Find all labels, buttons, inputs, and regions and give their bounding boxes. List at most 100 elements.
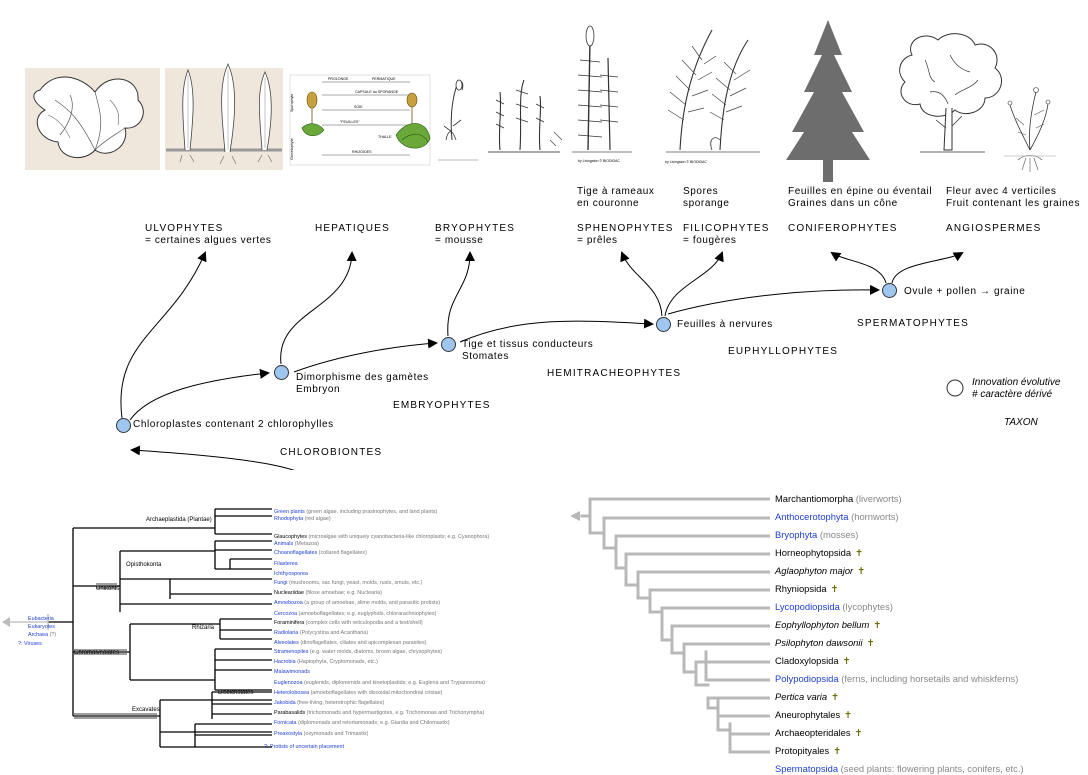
plant-taxon-row: Lycopodiopsida (lycophytes)	[775, 601, 893, 612]
euk-root-eubacteria: Eubacteria	[28, 616, 54, 622]
eukaryote-tree	[2, 508, 272, 748]
ulva-illustration	[25, 68, 160, 170]
extinct-dagger-icon: ✝	[842, 655, 851, 666]
euk-leaf: Alveolates (dinoflagellates, ciliates an…	[274, 640, 427, 646]
char-angiospermes-1: Fleur avec 4 verticiles	[946, 186, 1057, 197]
extinct-dagger-icon: ✝	[831, 691, 839, 702]
taxon-sphenophytes: SPHENOPHYTES	[577, 223, 674, 234]
node-tige	[441, 337, 456, 352]
liverwort-label-2: PERMATIQUE	[372, 77, 396, 81]
euk-leaf: Jakobida (free-living, heterotrophic fla…	[274, 700, 385, 706]
euk-root-viruses: ?: Viruses	[18, 641, 42, 647]
euk-leaf: Rhodophyta (red algae)	[274, 516, 331, 522]
liverwort-schematic	[289, 74, 431, 166]
euk-leaf: Heterolobosea (amoeboflagellates with di…	[274, 690, 443, 696]
node-ovule	[882, 283, 897, 298]
arrow-ovule-to-angiospermes	[891, 252, 964, 284]
legend-innovation: Innovation évolutive	[972, 377, 1061, 388]
taxon-coniferophytes: CONIFEROPHYTES	[788, 223, 898, 234]
euk-clade-excavates: Excavates	[132, 707, 160, 713]
euk-leaf: Parabasalids (trichomonads and hypermast…	[274, 710, 485, 716]
innovation-dimorphisme-1: Dimorphisme des gamètes	[296, 372, 429, 383]
euk-clade-unikonts: Unikonts	[96, 586, 120, 592]
euk-leaf: Stramenopiles (e.g. water molds, diatoms…	[274, 649, 443, 655]
euk-leaf: Ichthyosporea	[274, 571, 308, 577]
taxon-bryophytes-desc: = mousse	[435, 235, 484, 246]
node-chloroplastes	[116, 418, 131, 433]
arrow-tige-to-bryophytes	[447, 251, 475, 337]
extinct-dagger-icon: ✝	[857, 565, 866, 576]
illustrations-strip: PROLONGE PERMATIQUE CAPSULE du SPORANGE …	[25, 20, 1056, 182]
group-euphyllophytes: EUPHYLLOPHYTES	[728, 346, 839, 357]
group-hemitracheophytes: HEMITRACHEOPHYTES	[547, 368, 682, 379]
euk-clade-archaeplastida: Archaeplastida (Plantae)	[146, 517, 212, 523]
arrow-feuilles-to-filicophytes	[664, 251, 724, 317]
taxon-ulvophytes-desc: = certaines algues vertes	[145, 235, 272, 246]
plant-taxon-row: Anthocerotophyta (hornworts)	[775, 511, 899, 522]
cladogram-arrows	[120, 251, 964, 470]
broadleaf-tree-illustration	[899, 33, 1003, 153]
taxon-sphenophytes-desc: = prêles	[577, 235, 618, 246]
extinct-dagger-icon: ✝	[830, 583, 839, 594]
char-coniferophytes-1: Feuilles en épine ou éventail	[788, 186, 933, 197]
char-filicophytes-1: Spores	[683, 186, 719, 197]
lycophyte-illustration	[488, 79, 563, 153]
liverwort-side-2: Gametophyte	[290, 138, 294, 160]
taxon-filicophytes: FILICOPHYTES	[683, 223, 770, 234]
euk-leaf: Euglenozoa (euglenids, diplonemids and k…	[274, 680, 485, 686]
char-sphenophytes-1: Tige à rameaux	[577, 186, 655, 197]
euk-leaf: Choanoflagellates (collared flagellates)	[274, 550, 367, 556]
plant-taxon-row: Cladoxylopsida✝	[775, 655, 851, 666]
euk-root-archaea: Archaea (?)	[28, 632, 57, 638]
euk-leaf: Green plants (green algae, including pra…	[274, 509, 438, 515]
extinct-dagger-icon: ✝	[866, 637, 875, 648]
plant-taxon-row: Spermatopsida (seed plants: flowering pl…	[775, 763, 1024, 774]
taxon-filicophytes-desc: = fougères	[683, 235, 737, 246]
euk-leaf: Malawimonads	[274, 669, 310, 675]
plant-taxon-row: Protopityales✝	[775, 745, 842, 756]
legend-circle	[946, 379, 964, 397]
plant-taxon-row: Aglaophyton major✝	[775, 565, 866, 576]
node-dimorphisme	[274, 365, 289, 380]
innovation-tige-1: Tige et tissus conducteurs	[462, 339, 594, 350]
credit-horsetail: by Livingston © BIODIDAC	[578, 159, 620, 163]
group-embryophytes: EMBRYOPHYTES	[393, 400, 491, 411]
plant-tree	[570, 497, 770, 754]
legend-taxon: TAXON	[1004, 417, 1038, 428]
innovation-feuilles: Feuilles à nervures	[677, 319, 773, 330]
extinct-dagger-icon: ✝	[855, 547, 863, 558]
extinct-dagger-icon: ✝	[873, 619, 882, 630]
plant-taxon-row: Archaeopteridales✝	[775, 727, 863, 738]
char-coniferophytes-2: Graines dans un cône	[788, 198, 898, 209]
fern-illustration: by Livingston © BIODIDAC	[665, 29, 760, 164]
innovation-tige-2: Stomates	[462, 351, 510, 362]
taxon-angiospermes: ANGIOSPERMES	[946, 223, 1042, 234]
liverwort-label-4: SOIE	[354, 105, 363, 109]
euk-clade-opisthokonta: Opisthokonta	[126, 562, 162, 568]
arrow-ovule-to-coniferophytes	[830, 251, 887, 284]
euk-leaf: Radiolaria (Polycystina and Acantharia)	[274, 630, 369, 636]
arrow-chloro-to-ulvophytes	[120, 251, 207, 419]
plant-taxon-row: Rhyniopsida✝	[775, 583, 839, 594]
euk-clade-rhizaria: Rhizaria	[192, 625, 215, 631]
arrow-root-to-chlorobiontes	[130, 445, 295, 470]
group-chlorobiontes: CHLOROBIONTES	[280, 447, 383, 458]
taxon-hepatiques: HEPATIQUES	[315, 223, 390, 234]
euk-leaf: Cercozoa (amoeboflagellates; e.g. euglyp…	[274, 611, 437, 617]
euk-leaf: Foraminifera (complex cells with reticul…	[274, 620, 423, 626]
arrow-tige-to-feuilles	[459, 318, 654, 343]
credit-fern: by Livingston © BIODIDAC	[665, 160, 707, 164]
plant-taxon-row: Psilophyton dawsonii✝	[775, 637, 875, 648]
conifer-illustration	[786, 20, 870, 182]
liverwort-side-1: Sporophyte	[290, 94, 294, 112]
extinct-dagger-icon: ✝	[854, 727, 863, 738]
char-sphenophytes-2: en couronne	[577, 198, 640, 209]
legend-derived: # caractère dérivé	[972, 389, 1053, 400]
liverwort-label-5: "FEUILLES"	[340, 120, 360, 124]
char-filicophytes-2: sporange	[683, 198, 730, 209]
euk-leaf: Fungi (mushrooms, sac fungi, yeast, mold…	[274, 580, 423, 586]
flowering-herb-illustration	[1004, 87, 1056, 172]
liverwort-label-6: THALLE	[378, 135, 392, 139]
euk-leaf: Amoebozoa (a group of amoebae, slime mol…	[274, 600, 441, 606]
